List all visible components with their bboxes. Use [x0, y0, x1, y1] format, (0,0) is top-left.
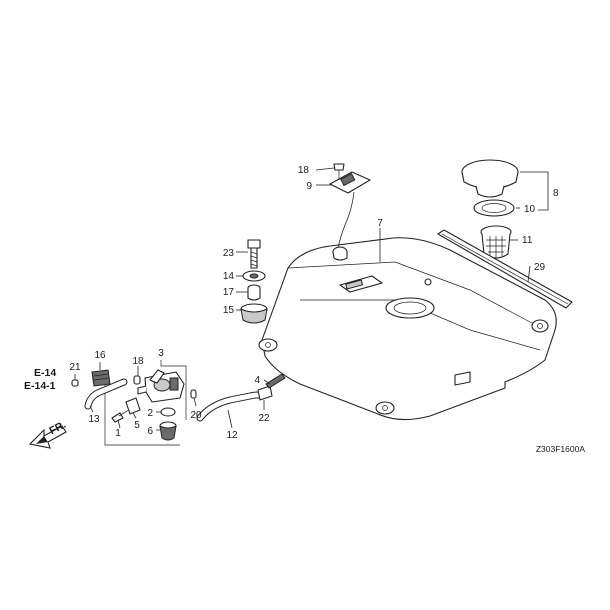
callout-9: 9 — [306, 181, 312, 192]
callout-29: 29 — [534, 262, 546, 273]
o-ring-2 — [160, 407, 176, 417]
diagram-code: Z303F1600A — [536, 444, 585, 454]
callout-15: 15 — [223, 305, 235, 316]
callout-21: 21 — [69, 362, 81, 373]
callout-22: 22 — [258, 413, 270, 424]
fuel-cup-6 — [159, 421, 177, 441]
ref-e-14-1: E-14-1 — [24, 380, 56, 392]
callout-18: 18 — [298, 165, 310, 176]
clip-20 — [190, 389, 197, 399]
callout-11: 11 — [522, 235, 533, 246]
pipe-4 — [265, 373, 286, 389]
callout-labels: 18 9 7 8 10 11 29 23 14 17 15 16 18 3 21… — [24, 165, 585, 454]
callout-2: 2 — [147, 408, 153, 419]
callout-16: 16 — [94, 350, 106, 361]
clip-19 — [133, 375, 141, 385]
mounting-rubber-15 — [240, 303, 268, 324]
callout-1: 1 — [115, 428, 121, 439]
callout-19: 18 — [132, 356, 144, 367]
fuel-gauge-assembly — [329, 171, 371, 261]
callout-4: 4 — [254, 375, 260, 386]
front-arrow-icon — [28, 425, 67, 449]
lever-5 — [125, 397, 141, 415]
callout-10: 10 — [524, 204, 536, 215]
fuel-tube-13 — [84, 378, 128, 410]
callout-14: 14 — [223, 271, 235, 282]
callout-6: 6 — [147, 426, 153, 437]
callout-23: 23 — [223, 248, 235, 259]
callout-7: 7 — [377, 218, 383, 229]
callout-20: 20 — [190, 410, 202, 421]
filter-16 — [91, 369, 111, 387]
ref-e-14: E-14 — [34, 367, 56, 379]
fuel-tube-12 — [196, 391, 266, 422]
fuel-strainer — [480, 225, 512, 259]
fuel-tank — [258, 237, 557, 421]
washer-14 — [242, 270, 266, 282]
leader-lines — [74, 167, 549, 431]
fuel-joint-22 — [257, 385, 273, 401]
callout-13: 13 — [88, 414, 100, 425]
callout-12: 12 — [226, 430, 238, 441]
screw-18 — [333, 163, 345, 180]
callout-17: 17 — [223, 287, 235, 298]
clip-21 — [71, 379, 79, 387]
callout-8: 8 — [553, 188, 559, 199]
callout-5: 5 — [134, 420, 140, 431]
callout-3: 3 — [158, 348, 164, 359]
collar-17 — [247, 284, 261, 301]
fuel-valve-group — [104, 360, 187, 446]
cap-gasket — [473, 199, 515, 217]
tank-strip — [437, 229, 573, 309]
bolt-23 — [247, 239, 261, 269]
fuel-filler-cap — [461, 159, 519, 198]
direction-label: FR. — [47, 419, 68, 438]
